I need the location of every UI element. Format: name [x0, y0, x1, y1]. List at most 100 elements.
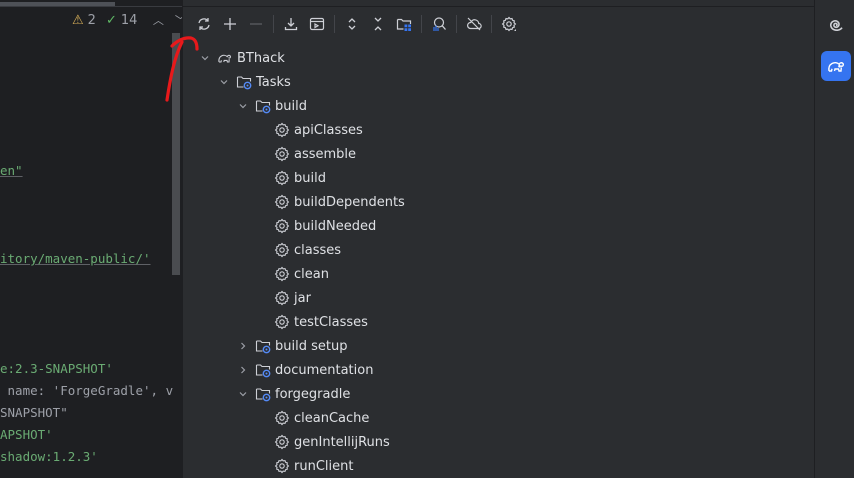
chevron-down-icon: [239, 104, 247, 109]
gradle-settings-button[interactable]: [496, 12, 522, 36]
gear-icon: [274, 194, 290, 210]
task-folder-icon: [236, 76, 252, 90]
tree-item-task[interactable]: apiClasses: [254, 118, 363, 142]
task-folder-icon: [255, 98, 271, 114]
tree-item-task[interactable]: assemble: [254, 142, 356, 166]
gear-icon: [274, 146, 290, 162]
tree-item-label: classes: [294, 242, 342, 258]
tree-item-task[interactable]: genIntellijRuns: [254, 430, 390, 454]
tree-item-task[interactable]: buildDependents: [254, 190, 405, 214]
expand-toggle[interactable]: [197, 50, 213, 66]
gear-icon: [274, 242, 290, 258]
expand-toggle[interactable]: [235, 386, 251, 402]
remove-gradle-project-button[interactable]: [243, 12, 269, 36]
run-window-icon: [309, 17, 325, 31]
tree-item-task[interactable]: runClient: [254, 454, 353, 478]
tree-item-label: build: [275, 98, 307, 114]
editor-vertical-scrollbar[interactable]: [172, 33, 180, 275]
gear-icon: [274, 122, 290, 138]
chevron-right-icon: [241, 366, 246, 374]
gradle-tool-button[interactable]: [821, 51, 851, 81]
chevron-down-icon: [239, 392, 247, 397]
code-editor[interactable]: ⚠ 2 ✓ 14 ︿ ﹀ en"itory/maven-public/'e:2.…: [0, 0, 182, 478]
tree-item-label: documentation: [275, 362, 374, 378]
gear-icon: [274, 266, 290, 282]
tree-item-task[interactable]: clean: [254, 262, 329, 286]
chevron-down-icon: [220, 80, 228, 85]
horizontal-scroll-thumb[interactable]: [0, 2, 115, 6]
spiral-icon: [830, 20, 843, 31]
tree-item-task[interactable]: buildNeeded: [254, 214, 376, 238]
tree-item-task[interactable]: cleanCache: [254, 406, 369, 430]
previous-highlight-button[interactable]: ︿: [152, 14, 164, 27]
tree-item-label: assemble: [294, 146, 357, 162]
tree-item-task-group[interactable]: Tasks: [216, 70, 291, 94]
chevron-down-icon: [201, 56, 209, 61]
collapse-all-button[interactable]: [365, 12, 391, 36]
tree-item-task-group[interactable]: build setup: [235, 334, 347, 358]
warnings-count: 2: [87, 12, 96, 28]
expand-toggle[interactable]: [216, 74, 232, 90]
add-gradle-project-button[interactable]: [217, 12, 243, 36]
toolbar-separator: [334, 15, 335, 33]
tree-item-label: clean: [294, 266, 329, 282]
ai-assistant-tool-button[interactable]: [821, 10, 851, 40]
expand-toggle[interactable]: [235, 362, 251, 378]
tree-spacer: [254, 194, 270, 210]
editor-horizontal-scrollbar[interactable]: [0, 0, 182, 7]
tree-item-task-group[interactable]: build: [235, 94, 307, 118]
toolbar-separator: [491, 15, 492, 33]
code-text: name: 'ForgeGradle', v: [0, 383, 174, 398]
tree-item-task[interactable]: build: [254, 166, 326, 190]
toggle-offline-mode-button[interactable]: [461, 12, 487, 36]
gear-icon: [274, 434, 290, 450]
expand-toggle[interactable]: [235, 338, 251, 354]
tree-item-task[interactable]: classes: [254, 238, 341, 262]
toolbar-separator: [456, 15, 457, 33]
tree-spacer: [254, 314, 270, 330]
gear-icon: [274, 458, 290, 474]
expand-all-button[interactable]: [339, 12, 365, 36]
next-highlight-button[interactable]: ﹀: [173, 12, 182, 28]
expand-toggle[interactable]: [235, 98, 251, 114]
refresh-icon: [198, 18, 210, 30]
reload-all-gradle-projects-button[interactable]: [191, 12, 217, 36]
task-folder-icon: [236, 74, 252, 90]
tree-item-label: buildDependents: [294, 194, 405, 210]
gear-icon: [274, 218, 290, 234]
gear-icon: [501, 16, 517, 32]
gear-icon: [274, 266, 290, 282]
tree-item-project[interactable]: BThack: [197, 46, 285, 70]
tree-item-label: build setup: [275, 338, 348, 354]
tree-item-task-group[interactable]: documentation: [235, 358, 373, 382]
gear-icon: [274, 242, 290, 258]
code-text: SNAPSHOT": [0, 405, 68, 420]
gear-icon: [274, 122, 290, 138]
group-modules-button[interactable]: [391, 12, 417, 36]
toolbar-separator: [421, 15, 422, 33]
tree-spacer: [254, 434, 270, 450]
tree-item-label: runClient: [294, 458, 354, 474]
tree-item-label: cleanCache: [294, 410, 370, 426]
tree-item-task[interactable]: testClasses: [254, 310, 368, 334]
tree-item-task-group[interactable]: forgegradle: [235, 382, 350, 406]
tree-spacer: [254, 122, 270, 138]
code-line: en": [0, 163, 23, 178]
tree-item-label: genIntellijRuns: [294, 434, 390, 450]
weak-warnings-count: 14: [120, 12, 138, 28]
gear-icon: [274, 410, 290, 426]
execute-gradle-task-button[interactable]: [304, 12, 330, 36]
download-sources-button[interactable]: [278, 12, 304, 36]
collapse-all-icon: [374, 17, 382, 31]
inspection-widget[interactable]: ⚠ 2 ✓ 14 ︿ ﹀: [72, 10, 182, 30]
tree-item-label: forgegradle: [275, 386, 351, 402]
gear-icon: [274, 146, 290, 162]
tree-item-label: build: [294, 170, 326, 186]
gear-icon: [274, 458, 290, 474]
tree-spacer: [254, 410, 270, 426]
task-folder-icon: [255, 364, 271, 378]
analyze-dependencies-button[interactable]: [426, 12, 452, 36]
tree-item-task[interactable]: jar: [254, 286, 311, 310]
gear-icon: [274, 194, 290, 210]
